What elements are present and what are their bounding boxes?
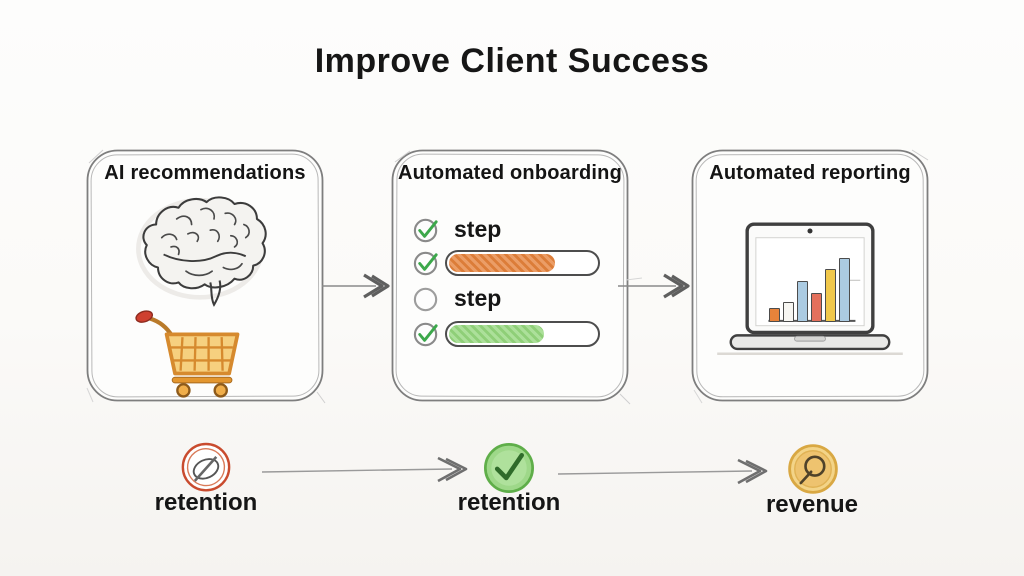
page-title: Improve Client Success [314, 42, 710, 80]
check-circle-icon [484, 443, 534, 493]
step-label: step [454, 216, 502, 242]
report-bar-chart [769, 236, 862, 322]
flow-label-retention-2: retention [457, 489, 561, 516]
bar [811, 293, 822, 322]
check-circle-icon [413, 218, 438, 243]
check-circle-icon [413, 251, 438, 276]
card-automated-onboarding: Automated onboarding step step [390, 148, 643, 405]
flow-label-revenue: revenue [765, 491, 859, 518]
progress-fill [449, 325, 545, 343]
bar [839, 258, 850, 322]
progress-fill [449, 254, 555, 272]
progress-bar-green [445, 321, 600, 347]
flow-arrow-icon [618, 273, 690, 299]
progress-bar-orange [445, 250, 600, 276]
bar [783, 302, 794, 322]
card-title: AI recommendations [104, 162, 306, 184]
coin-icon [788, 444, 838, 494]
flow-arrow-icon [322, 273, 390, 299]
flow-arrow-icon [261, 456, 468, 483]
bar [825, 269, 836, 322]
phone-slash-icon [181, 442, 231, 492]
bar [769, 308, 780, 322]
check-circle-icon [413, 322, 438, 347]
bar [797, 281, 808, 322]
card-title: Automated onboarding [398, 162, 622, 184]
card-title: Automated reporting [709, 162, 911, 184]
brain-icon [136, 196, 267, 307]
flow-label-retention-1: retention [154, 489, 258, 516]
shopping-cart-icon [135, 310, 240, 398]
card-automated-reporting: Automated reporting [690, 148, 930, 404]
empty-circle-icon [413, 287, 438, 312]
card-ai-recommendations: AI recommendations [85, 148, 326, 404]
step-label: step [454, 285, 502, 311]
flow-arrow-icon [557, 458, 768, 485]
